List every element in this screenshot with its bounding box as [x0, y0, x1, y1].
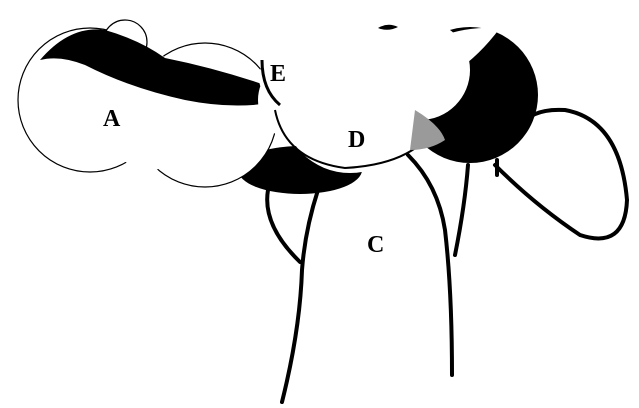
label-e: E [270, 61, 286, 87]
strand-left-long [282, 190, 318, 402]
domain-a [18, 20, 277, 187]
strand-left-short [267, 190, 300, 262]
label-a: A [103, 106, 121, 132]
label-c: C [367, 232, 384, 258]
strand-right-short [455, 165, 468, 255]
label-d: D [348, 127, 365, 153]
strand-right-inner [408, 155, 452, 375]
